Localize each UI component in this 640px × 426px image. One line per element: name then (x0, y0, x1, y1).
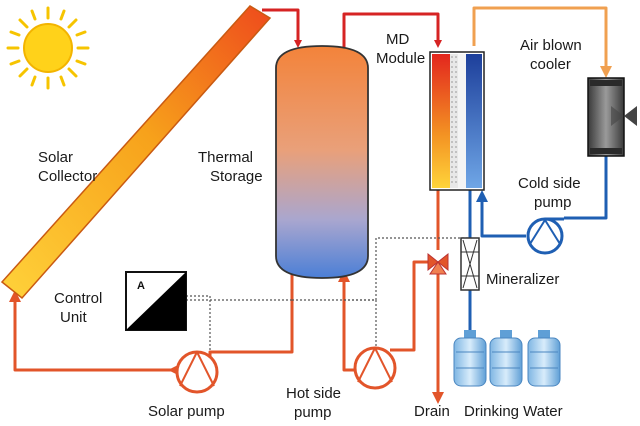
thermal-storage-label: Thermal Storage (198, 149, 263, 185)
hot-side-pump-label: Hot side pump (286, 385, 345, 421)
solar-collector-panel (0, 5, 272, 300)
mineralizer-icon (460, 237, 480, 291)
control-box-letter: A (137, 280, 145, 292)
water-bottle-icon (527, 330, 561, 387)
mineralizer-label: Mineralizer (486, 271, 559, 288)
md-module-label: MD Module (376, 31, 425, 67)
drain-label: Drain (414, 403, 450, 420)
fan-icon (611, 106, 637, 126)
water-bottle-icon (489, 330, 523, 387)
control-unit-label: Control Unit (54, 290, 107, 326)
solar-collector-label: Solar Collector (38, 149, 97, 185)
air-blown-cooler (587, 77, 637, 157)
sun-icon (6, 6, 90, 90)
three-way-valve-icon (427, 252, 449, 275)
air-blown-cooler-label: Air blown cooler (520, 37, 586, 73)
cold-side-pump-icon (526, 217, 564, 255)
drinking-water-bottles (453, 330, 561, 387)
cold-side-pump-label: Cold side pump (518, 175, 585, 211)
md-module (429, 51, 485, 191)
control-unit-box: A (125, 271, 187, 331)
cooler-return-pipe (472, 6, 612, 78)
thermal-storage-tank (275, 45, 369, 279)
control-signal-lines (186, 237, 470, 354)
hot-side-pump-icon (353, 346, 397, 390)
water-bottle-icon (453, 330, 487, 387)
solar-pump-icon (175, 350, 219, 394)
solar-pump-label: Solar pump (148, 403, 225, 420)
drinking-water-label: Drinking Water (464, 403, 563, 420)
cold-side-loop-pipes (468, 156, 608, 330)
